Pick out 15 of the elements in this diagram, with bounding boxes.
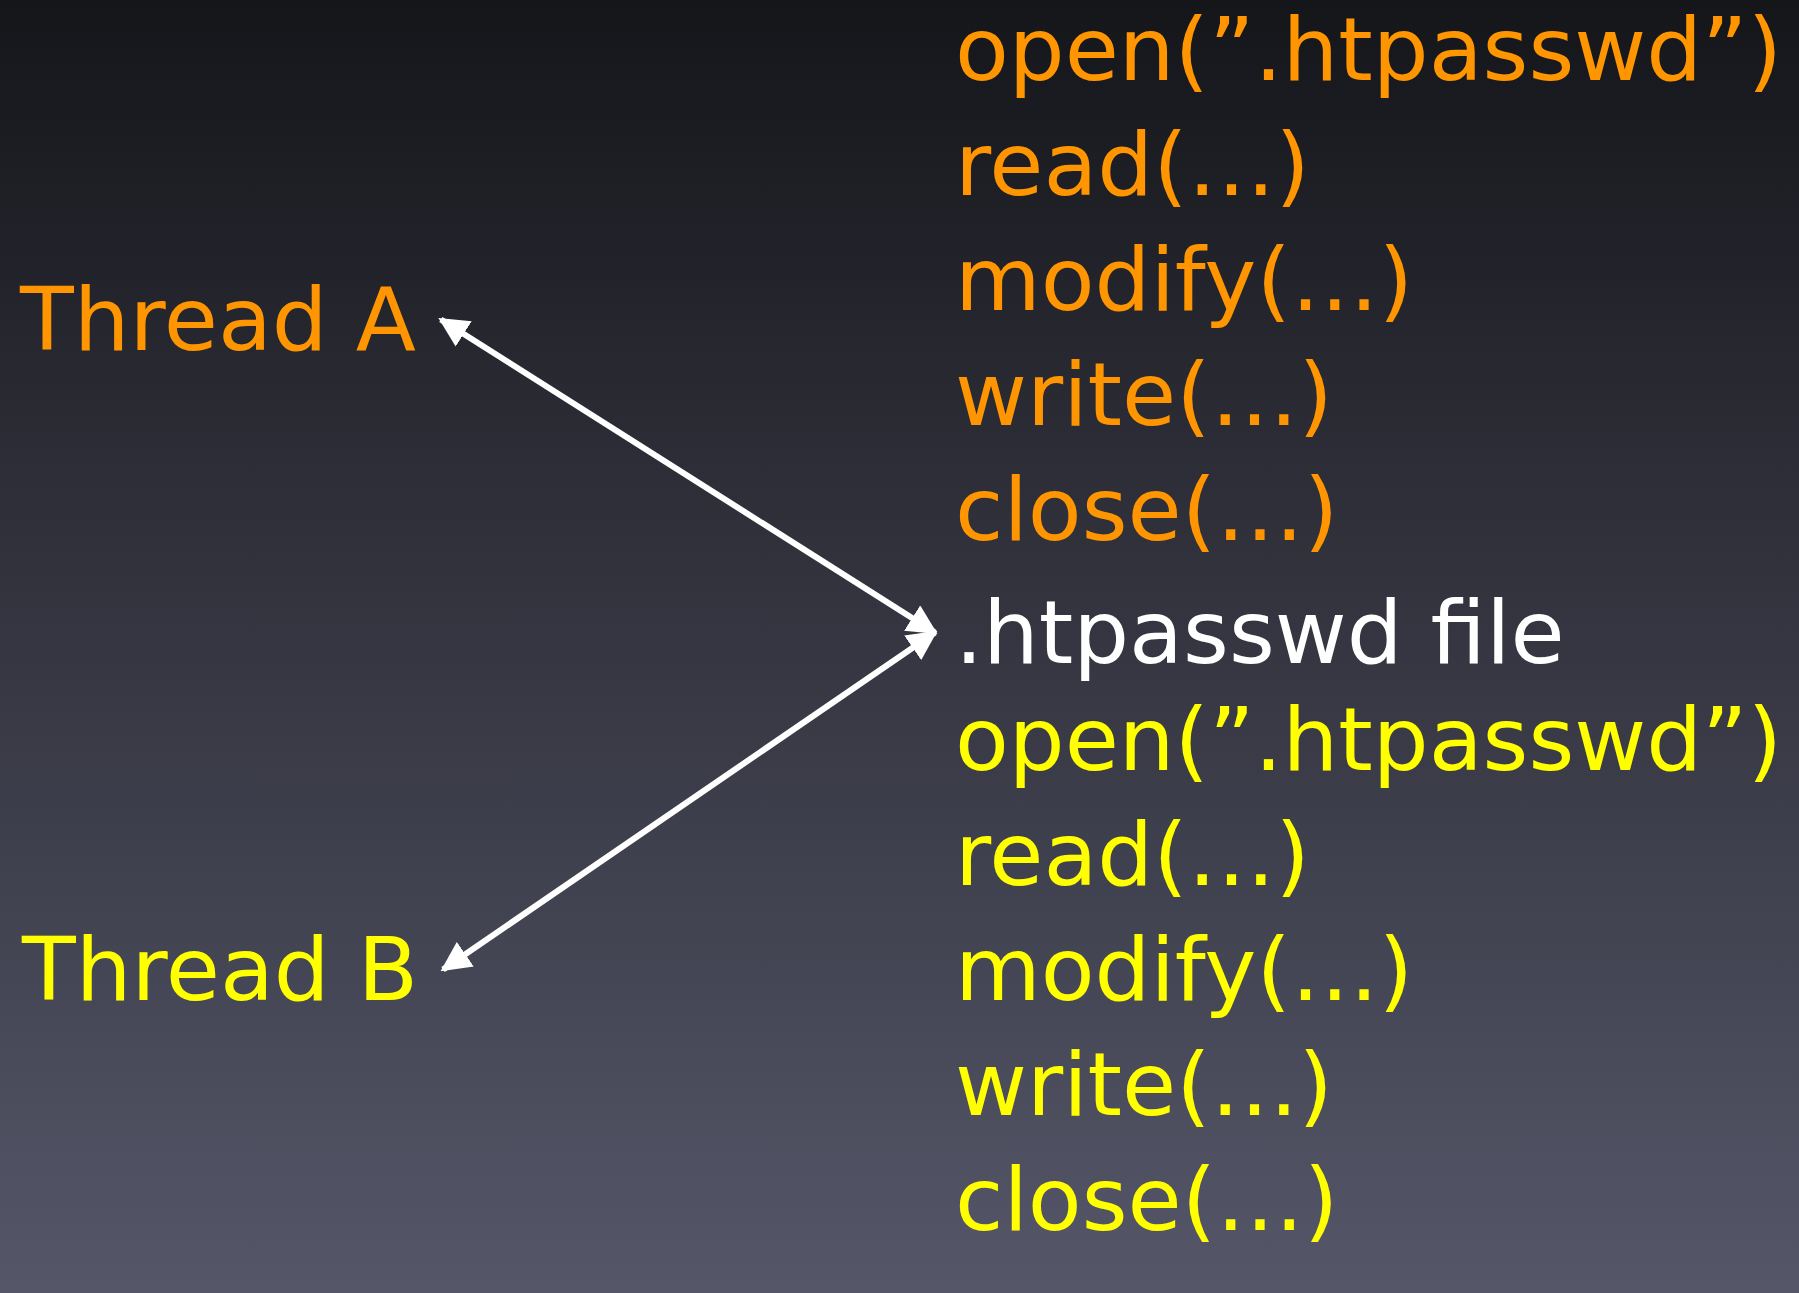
thread-label: Thread A	[20, 262, 416, 377]
thread-label: Thread B	[22, 912, 419, 1027]
code-line: read(…)	[955, 112, 1310, 218]
file-label: .htpasswd file	[955, 575, 1565, 690]
code-line: close(…)	[955, 1147, 1339, 1253]
code-line: close(…)	[955, 457, 1339, 563]
code-line: open(”.htpasswd”)	[955, 687, 1783, 793]
code-line: open(”.htpasswd”)	[955, 0, 1783, 103]
arrow	[438, 316, 938, 636]
code-line: write(…)	[955, 1032, 1333, 1138]
code-line: write(…)	[955, 342, 1333, 448]
code-line: modify(…)	[955, 227, 1414, 333]
arrow	[440, 630, 938, 972]
code-line: read(…)	[955, 802, 1310, 908]
code-line: modify(…)	[955, 917, 1414, 1023]
